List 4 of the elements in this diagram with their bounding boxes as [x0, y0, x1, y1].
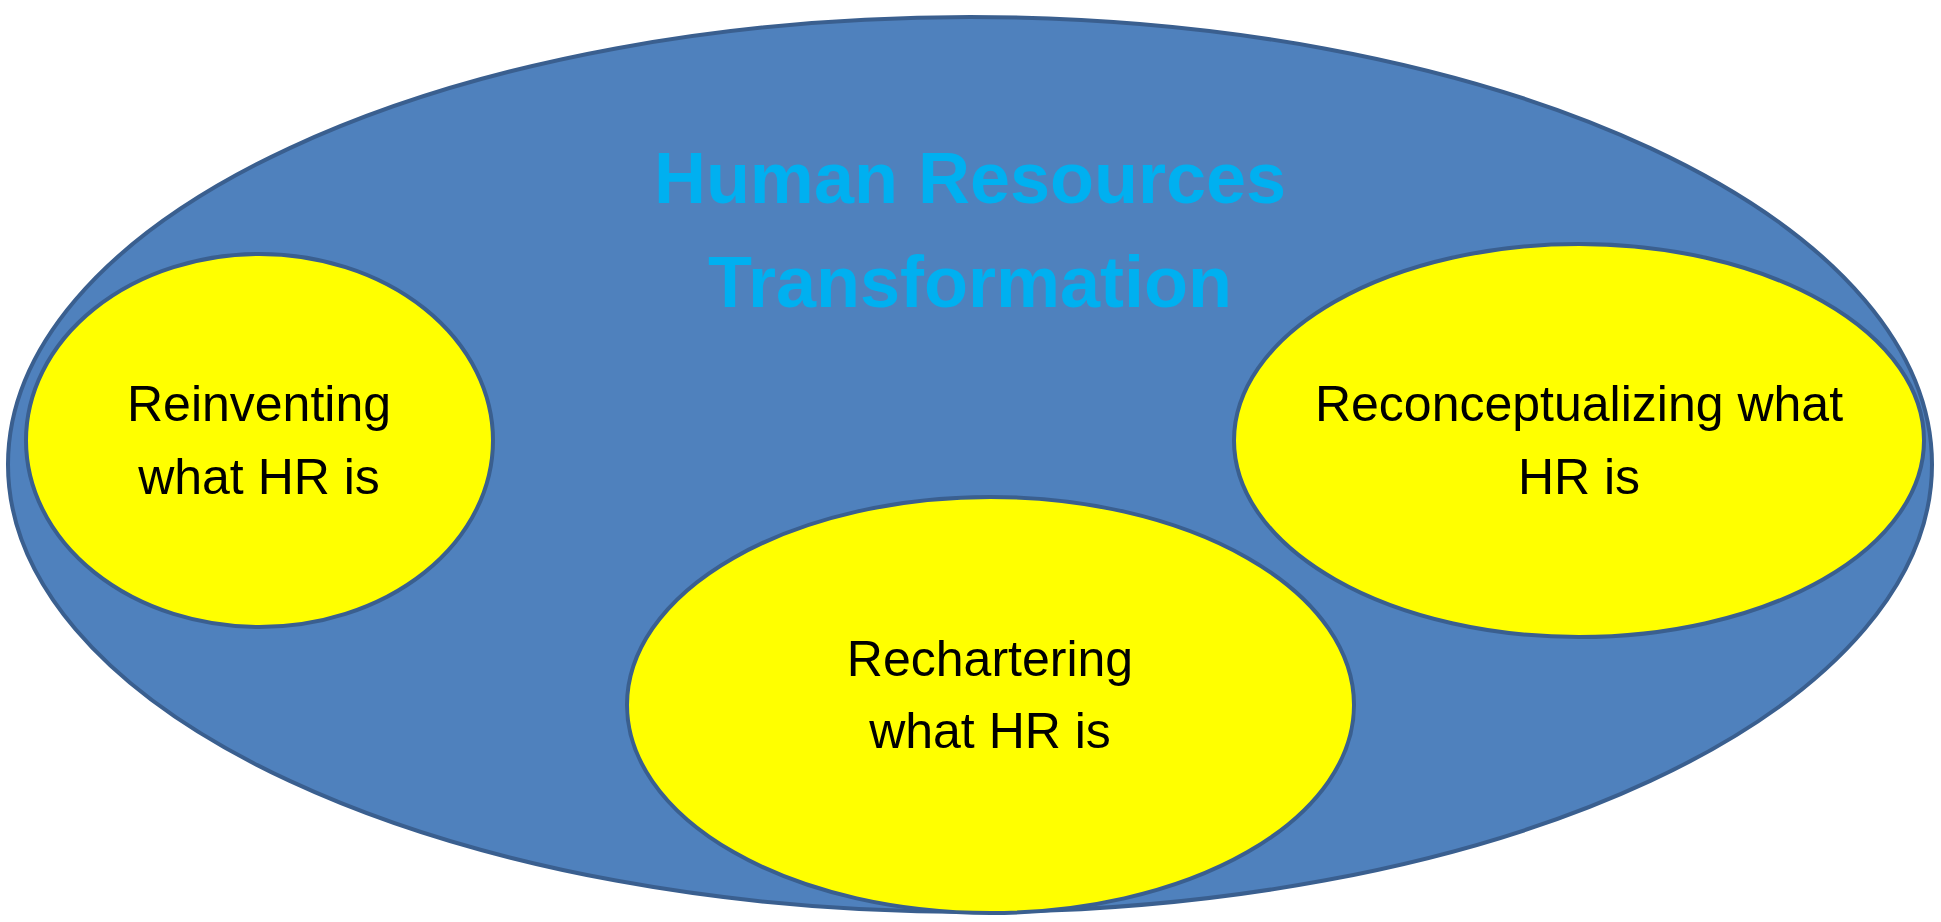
ellipse-label: Rechartering what HR is — [845, 629, 1135, 761]
ellipse-label: Reinventing what HR is — [125, 375, 393, 507]
title-text: Human Resources Transformation — [652, 136, 1288, 324]
ellipse-label: Reconceptualizing what HR is — [1313, 375, 1845, 507]
